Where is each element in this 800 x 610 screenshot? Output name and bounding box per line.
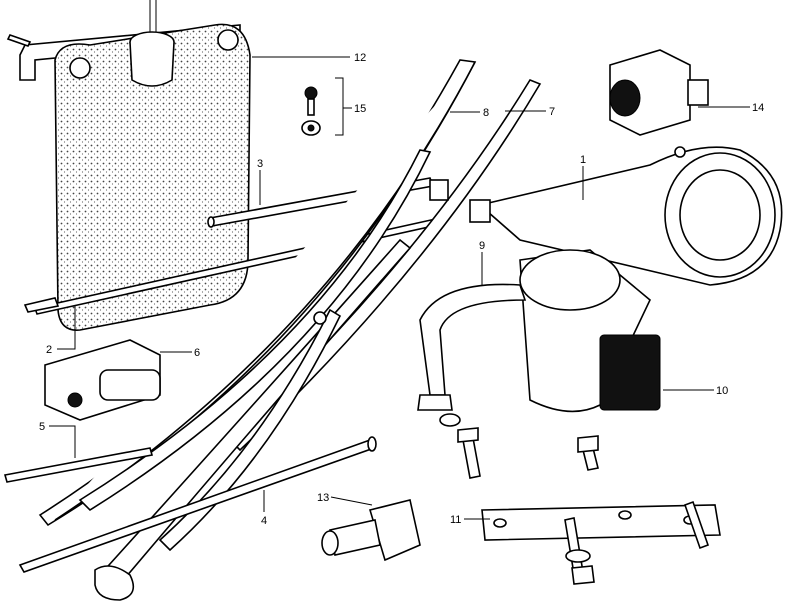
washer-jet: [301, 86, 321, 136]
rack-tubes: [3, 436, 377, 573]
wheelbox: [44, 339, 161, 421]
callout-12: 12: [354, 52, 366, 64]
callout-9: 9: [479, 240, 485, 252]
callout-11: 11: [450, 514, 461, 526]
callout-7: 7: [549, 106, 555, 118]
callout-2: 2: [46, 344, 52, 356]
callout-14: 14: [752, 102, 764, 114]
grommet: [321, 499, 421, 562]
mounting-strap: [417, 283, 599, 479]
wiper-switch: [609, 49, 709, 136]
mounting-plate: [481, 500, 721, 585]
callout-6: 6: [194, 347, 200, 359]
callout-8: 8: [483, 107, 489, 119]
callout-3: 3: [257, 158, 263, 170]
washer-reservoir: [6, 0, 251, 331]
callout-13: 13: [317, 492, 329, 504]
leader-lines: [49, 56, 750, 520]
callout-5: 5: [39, 421, 45, 433]
wiper-blades: [38, 59, 542, 601]
wiper-motor: [429, 146, 783, 413]
callout-1: 1: [580, 154, 586, 166]
callout-10: 10: [716, 385, 728, 397]
callout-4: 4: [261, 515, 267, 527]
callout-15: 15: [354, 103, 366, 115]
